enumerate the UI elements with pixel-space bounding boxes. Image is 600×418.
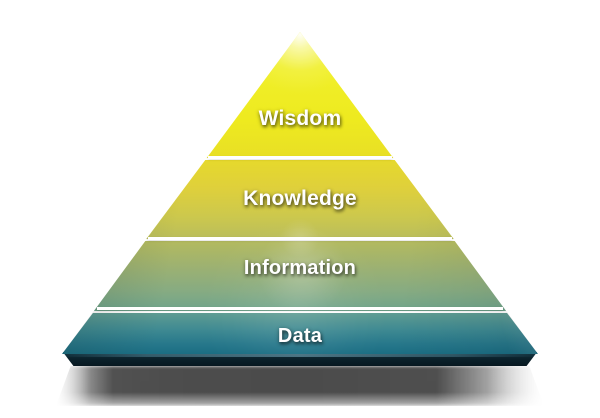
pyramid-body: [62, 32, 538, 354]
pyramid-level-wisdom-shape: [206, 32, 394, 158]
pyramid-level-data-shape: [62, 313, 538, 354]
pyramid-level-knowledge-shape: [146, 160, 454, 239]
pyramid-level-knowledge[interactable]: [62, 160, 538, 239]
pyramid-divider-information-data: [96, 307, 504, 310]
ground-shadow: [56, 366, 544, 406]
pyramid-base-edge-highlight: [62, 352, 538, 357]
pyramid-level-information[interactable]: [62, 241, 538, 311]
pyramid-divider-wisdom-knowledge: [208, 156, 392, 159]
pyramid-level-information-shape: [93, 241, 507, 311]
pyramid-base-edge: [62, 352, 538, 366]
pyramid-level-data[interactable]: [62, 313, 538, 354]
pyramid-divider-knowledge-information: [148, 237, 452, 240]
pyramid-level-wisdom[interactable]: [62, 32, 538, 158]
